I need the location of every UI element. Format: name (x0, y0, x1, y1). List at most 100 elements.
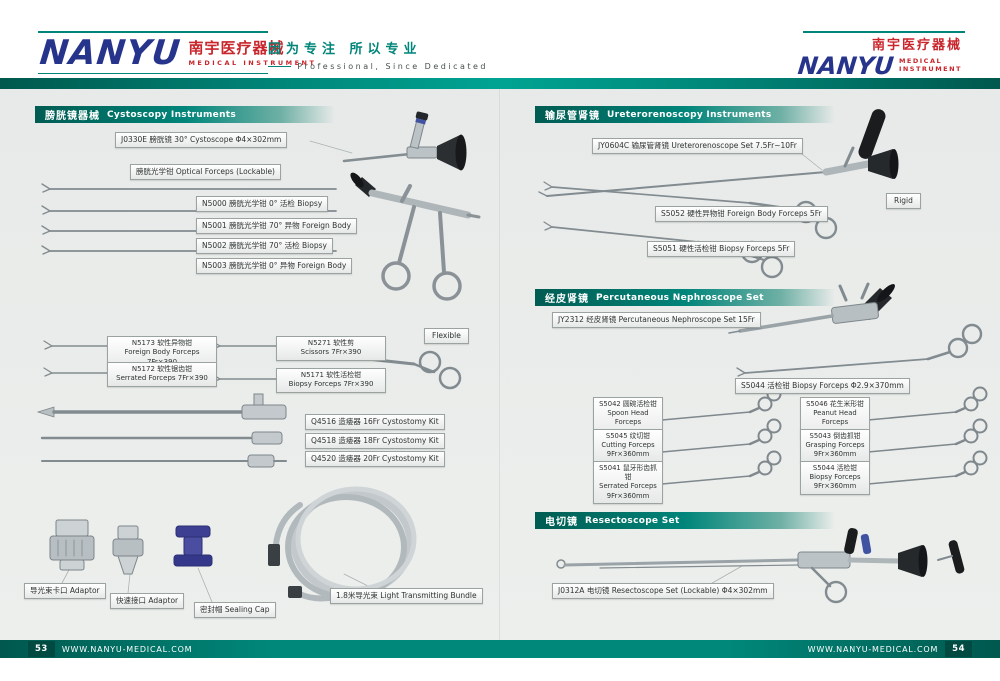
product-label-n5000: N5000 膀胱光学钳 0° 活检 Biopsy (196, 196, 329, 213)
footer-left: 53 WWW.NANYU-MEDICAL.COM (0, 641, 192, 657)
product-label-light-bundle: 1.8米导光束 Light Transmitting Bundle (330, 588, 483, 605)
label-line: Peanut Head Forceps (813, 409, 857, 427)
label-line: 9Fr×360mm (606, 450, 650, 459)
center-fold (499, 89, 501, 640)
page-number-left: 53 (28, 641, 55, 657)
resectoscope-illustration (556, 527, 965, 604)
product-label-sealing-cap: 密封帽 Sealing Cap (194, 602, 276, 619)
website-url-left: WWW.NANYU-MEDICAL.COM (61, 644, 193, 654)
label-line: N5173 软性异物钳 (131, 339, 193, 347)
brand-name-right: NANYU (796, 52, 896, 80)
tag-rigid: Rigid (886, 193, 921, 210)
product-label-j0312a: J0312A 电切镜 Resectoscope Set (Lockable) Φ… (552, 583, 774, 600)
rigid-forceps (543, 181, 838, 279)
product-label-jy2312: JY2312 经皮肾镜 Percutaneous Nephroscope Set… (552, 312, 761, 329)
brand-subtitle: MEDICAL INSTRUMENT (188, 59, 317, 67)
product-label-n5271: N5271 软性剪 Scissors 7Fr×390 (276, 336, 386, 361)
label-line: Serrated Forceps (599, 482, 657, 491)
product-label-quick-adaptor: 快速接口 Adaptor (110, 593, 185, 610)
brand-subs-right: MEDICAL INSTRUMENT (899, 54, 962, 74)
section-title-en: Cystoscopy Instruments (107, 109, 237, 120)
brand-sub-right-1: MEDICAL (898, 57, 943, 65)
label-line: Foreign Body Forceps 7Fr×390 (124, 348, 200, 365)
label-line: Cutting Forceps (601, 441, 655, 450)
section-banner-nephro: 经皮肾镜 Percutaneous Nephroscope Set (535, 289, 835, 306)
brand-side: 南宇医疗器械 MEDICAL INSTRUMENT (188, 36, 316, 67)
website-url-right: WWW.NANYU-MEDICAL.COM (807, 644, 939, 654)
ureteroscope-illustration (538, 109, 899, 197)
brand-logo-right: 南宇医疗器械 NANYU MEDICAL INSTRUMENT (796, 34, 962, 80)
product-label-bayonet-adaptor: 导光束卡口 Adaptor (24, 583, 106, 600)
header-rule-left (38, 31, 268, 33)
product-label-q4518: Q4518 造瘘器 18Fr Cystostomy Kit (305, 433, 445, 450)
brand-sub-right-2: INSTRUMENT (898, 65, 962, 74)
section-title-cn: 输尿管肾镜 (545, 111, 600, 122)
brand-chinese-right: 南宇医疗器械 (871, 38, 962, 53)
product-label-s5045: S5045 纹切钳 Cutting Forceps 9Fr×360mm (593, 429, 663, 463)
product-label-q4516: Q4516 造瘘器 16Fr Cystostomy Kit (305, 414, 445, 431)
label-line: 9Fr×360mm (606, 491, 650, 500)
section-title-en: Percutaneous Nephroscope Set (596, 292, 764, 303)
product-label-cystoscope: J0330E 膀胱镜 30° Cystoscope Φ4×302mm (115, 132, 288, 149)
footer: 53 WWW.NANYU-MEDICAL.COM WWW.NANYU-MEDIC… (0, 640, 1000, 658)
slogan: 因为专注 所以专业 Professional, Since Dedicated (268, 38, 488, 71)
brand-row-right: NANYU MEDICAL INSTRUMENT (796, 52, 962, 80)
label-line: Serrated Forceps 7Fr×390 (116, 374, 208, 383)
product-label-s5044-short: S5044 活检钳 Biopsy Forceps 9Fr×360mm (800, 461, 870, 495)
label-line: Spoon Head Forceps (607, 409, 649, 427)
label-line: N5171 软性活检钳 (300, 371, 362, 379)
tag-flexible: Flexible (424, 328, 469, 345)
cystostomy-kits (36, 393, 287, 468)
nephro-biopsy-forceps (736, 323, 983, 377)
label-line: S5046 花生米形钳 (806, 400, 864, 408)
header-rule-right (803, 31, 965, 33)
brand-name: NANYU (37, 33, 183, 73)
quick-adaptor-illustration (112, 525, 144, 575)
label-line: S5044 活检钳 (812, 464, 858, 472)
product-label-n5001: N5001 膀胱光学钳 70° 异物 Foreign Body (196, 218, 358, 235)
label-line: Biopsy Forceps 7Fr×390 (288, 380, 374, 389)
product-label-n5002: N5002 膀胱光学钳 70° 活检 Biopsy (196, 238, 333, 255)
label-line: N5271 软性剪 (307, 339, 355, 347)
slogan-english: Professional, Since Dedicated (268, 62, 488, 71)
label-line: S5043 倒齿抓钳 (809, 432, 861, 440)
section-banner-resecto: 电切镜 Resectoscope Set (535, 512, 835, 529)
label-line: S5041 鼠牙形齿抓钳 (599, 464, 657, 482)
label-line: Biopsy Forceps (809, 473, 861, 482)
header: NANYU 南宇医疗器械 MEDICAL INSTRUMENT 因为专注 所以专… (0, 0, 1000, 80)
product-label-s5051: S5051 硬性活检钳 Biopsy Forceps 5Fr (647, 241, 796, 258)
label-line: 9Fr×360mm (813, 450, 857, 459)
section-banner-uretero: 输尿管肾镜 Ureterorenoscopy Instruments (535, 106, 835, 123)
section-title-cn: 经皮肾镜 (545, 294, 589, 305)
product-label-s5041: S5041 鼠牙形齿抓钳 Serrated Forceps 9Fr×360mm (593, 461, 663, 504)
product-label-q4520: Q4520 造瘘器 20Fr Cystostomy Kit (305, 451, 445, 468)
light-bundle-illustration (268, 486, 417, 602)
footer-right: WWW.NANYU-MEDICAL.COM 54 (808, 641, 1000, 657)
slogan-chinese: 因为专注 所以专业 (268, 42, 422, 57)
header-divider-band (0, 78, 1000, 89)
page-number-right: 54 (945, 641, 972, 657)
label-line: S5045 纹切钳 (605, 432, 651, 440)
product-label-s5043: S5043 倒齿抓钳 Grasping Forceps 9Fr×360mm (800, 429, 870, 463)
sealing-cap-illustration (173, 525, 213, 567)
label-line: 9Fr×360mm (813, 482, 857, 491)
brand-chinese: 南宇医疗器械 (188, 39, 285, 57)
optical-forceps-handle (350, 172, 481, 301)
bayonet-adaptor-illustration (49, 519, 95, 571)
product-label-n5003: N5003 膀胱光学钳 0° 异物 Foreign Body (196, 258, 353, 275)
section-banner-cystoscopy: 膀胱镜器械 Cystoscopy Instruments (35, 106, 335, 123)
nephroscope-illustration (728, 282, 895, 334)
product-label-n5171: N5171 软性活检钳 Biopsy Forceps 7Fr×390 (276, 368, 386, 393)
product-label-jy0604c: JY0604C 输尿管肾镜 Ureterorenoscope Set 7.5Fr… (592, 138, 803, 155)
product-label-optical-forceps: 膀胱光学钳 Optical Forceps (Lockable) (130, 164, 281, 181)
label-line: S5042 圆碗活检钳 (599, 400, 657, 408)
header-rule-left-bottom (38, 73, 268, 74)
product-label-s5044-long: S5044 活检钳 Biopsy Forceps Φ2.9×370mm (735, 378, 910, 395)
product-label-n5172: N5172 软性锯齿钳 Serrated Forceps 7Fr×390 (107, 362, 217, 387)
cystoscope-illustration (342, 111, 467, 171)
section-title-cn: 膀胱镜器械 (45, 111, 100, 122)
label-line: Scissors 7Fr×390 (300, 348, 362, 357)
product-label-s5052: S5052 硬性异物钳 Foreign Body Forceps 5Fr (655, 206, 828, 223)
